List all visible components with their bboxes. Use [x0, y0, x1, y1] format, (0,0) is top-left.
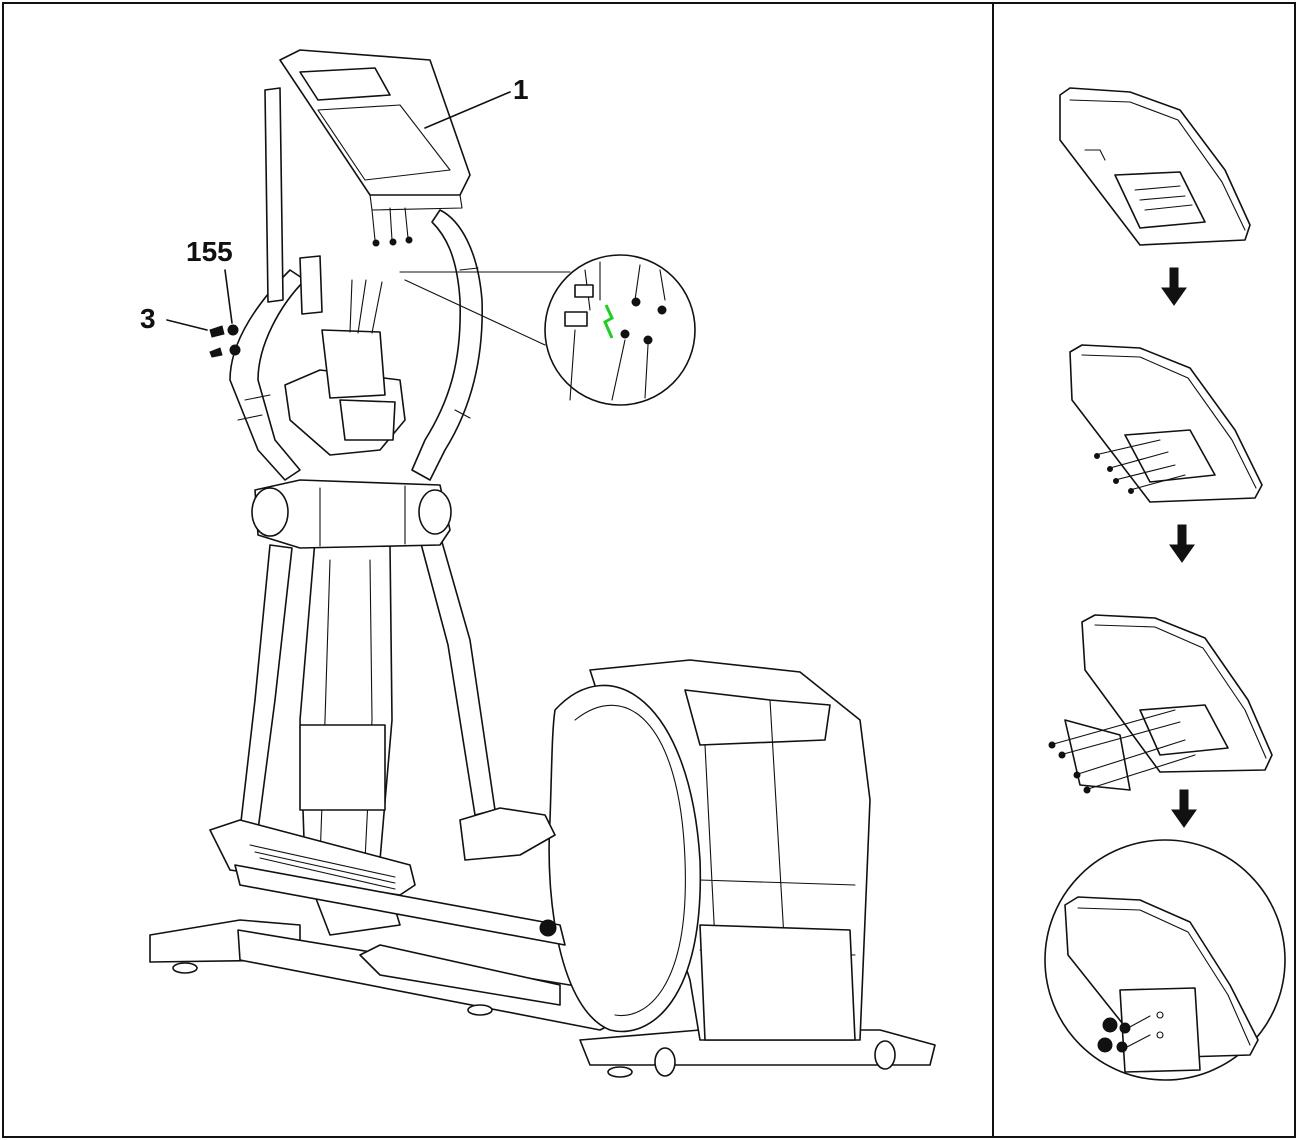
callout-leader-screw: [224, 269, 233, 324]
right-arm: [419, 534, 496, 816]
detail-circle: [544, 254, 696, 406]
left-arm: [239, 544, 293, 831]
loose-cables: [349, 279, 383, 334]
bracket-plate: [339, 399, 396, 441]
console-cables: [371, 207, 409, 241]
leveling-foot: [172, 962, 198, 974]
leveling-foot: [607, 1066, 633, 1078]
callout-leader-washer: [166, 319, 208, 331]
washer-icon: [209, 325, 225, 338]
console-mast: [264, 87, 284, 303]
washer-icon: [209, 347, 223, 358]
center-hub: [254, 479, 451, 549]
screw-icon: [227, 324, 239, 336]
flywheel-cover: [548, 684, 702, 1033]
screw-icon: [229, 344, 241, 356]
step-3-attach-screws: [1048, 614, 1273, 794]
housing-lower-panel: [699, 924, 856, 1041]
mast-sleeve: [299, 724, 386, 811]
right-handlebar: [411, 209, 483, 481]
transport-wheel: [654, 1047, 676, 1077]
callout-leader-console: [424, 91, 511, 129]
rail-tube: [359, 944, 561, 1006]
console-display: [299, 67, 391, 101]
arrow-down-icon: [1161, 267, 1187, 306]
step-1-console-back: [1059, 87, 1251, 246]
connection-highlight: [603, 304, 614, 339]
connector-detail: [399, 254, 696, 406]
step-4-detail-circle: [1044, 839, 1286, 1081]
left-pivot-cap: [251, 487, 289, 537]
right-pivot-cap: [418, 489, 452, 535]
pedal-rail: [234, 864, 566, 946]
leveling-foot: [467, 1004, 493, 1016]
callout-screw: 155: [186, 236, 233, 267]
callout-console: 1: [513, 74, 529, 105]
arrow-down-icon: [1169, 524, 1195, 563]
pivot-bolt: [539, 919, 557, 937]
callout-washer: 3: [140, 303, 156, 334]
console-bracket: [321, 329, 386, 399]
cable-grommet: [299, 255, 323, 315]
elliptical-machine: [149, 49, 936, 1078]
transport-wheel: [874, 1040, 896, 1070]
right-pedal: [459, 807, 556, 861]
step-2-mount-bracket: [1069, 344, 1263, 503]
housing-top-panel: [684, 689, 831, 746]
fastener-group: [166, 269, 241, 358]
arrow-down-icon: [1171, 789, 1197, 828]
